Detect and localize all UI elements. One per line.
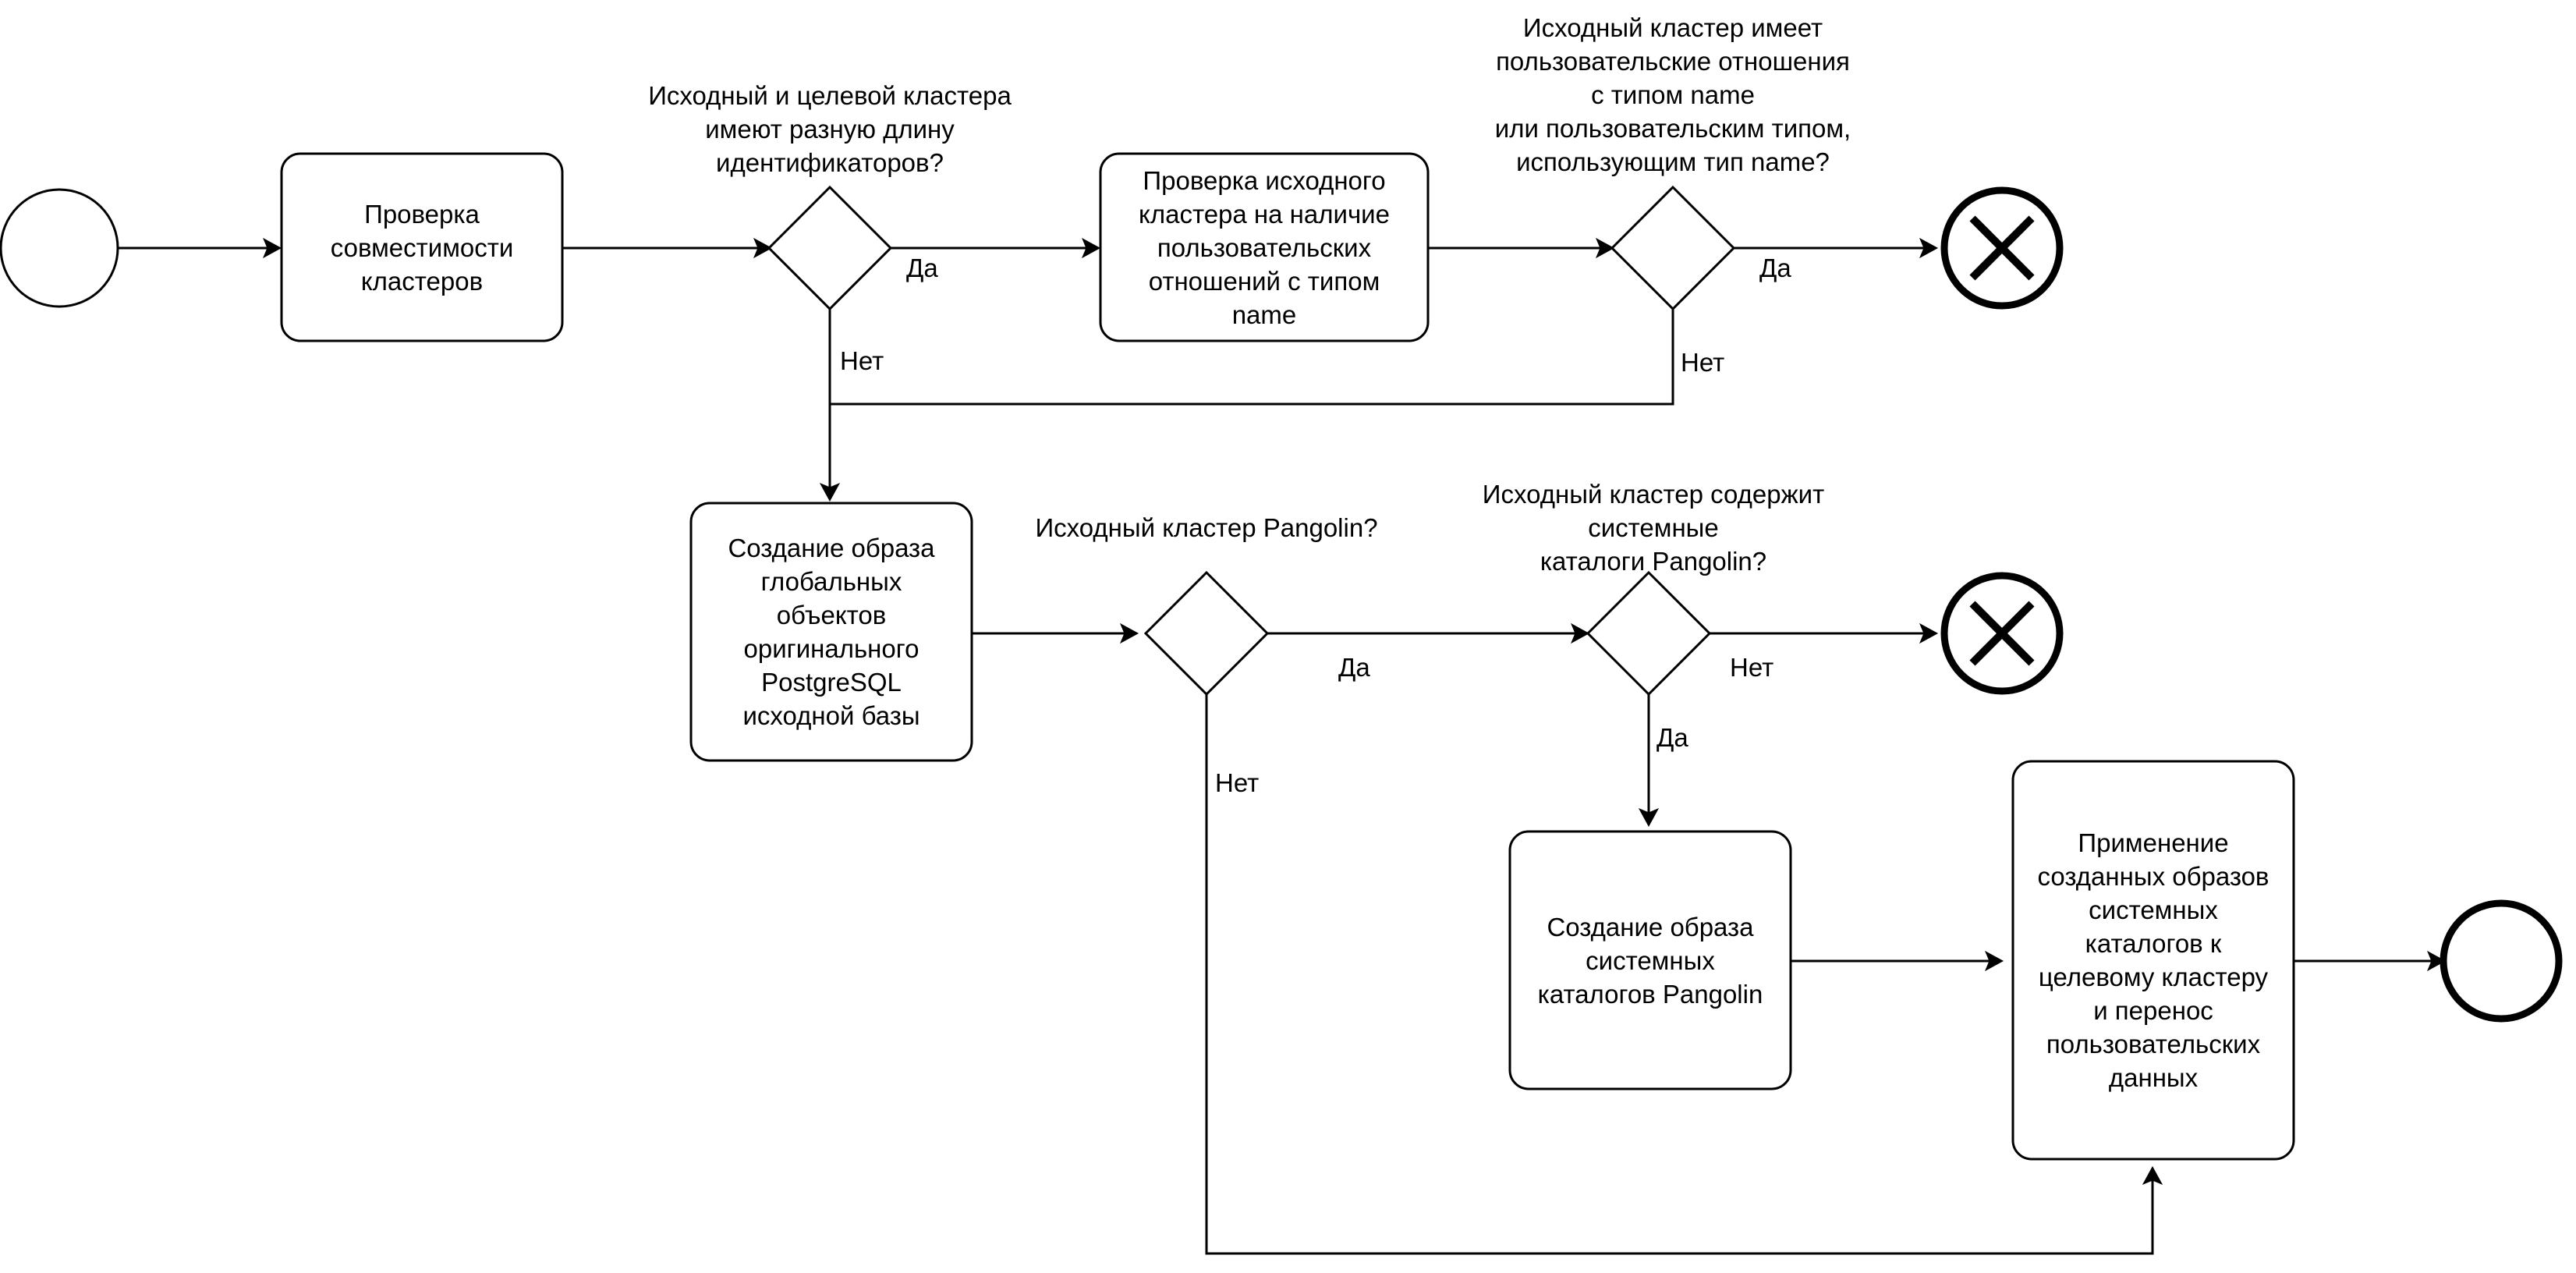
- task-compat-label: Проверка совместимости кластеров: [330, 199, 514, 296]
- arrowhead: [753, 237, 773, 259]
- task-apply: Применение созданных образов системных к…: [2013, 761, 2294, 1159]
- task-check-name: Проверка исходного кластера на наличие п…: [1100, 154, 1428, 341]
- gateway-name-type-question: Исходный кластер имеет пользовательские …: [1494, 13, 1851, 176]
- arrowhead: [1081, 237, 1101, 259]
- arrowhead: [262, 237, 282, 259]
- edge-label-gw3-no: Нет: [1215, 768, 1260, 797]
- arrowhead: [2426, 950, 2447, 972]
- arrowhead: [1595, 237, 1615, 259]
- end-event: [2440, 899, 2563, 1023]
- arrowhead: [2142, 1165, 2163, 1186]
- edge-label-gw1-no: Нет: [840, 346, 884, 375]
- edge-gw3-no: [1205, 693, 2154, 1255]
- task-check-name-box: [1099, 152, 1430, 342]
- task-sys-image-label: Создание образа системных каталогов Pang…: [1537, 912, 1763, 1009]
- arrowhead: [1919, 622, 1939, 644]
- task-sys-image-box: [1508, 830, 1792, 1090]
- gateway-name-type: [1610, 185, 1736, 311]
- error-end-event-2: [1940, 572, 2064, 695]
- task-compat: Проверка совместимости кластеров: [282, 154, 562, 341]
- task-sys-image: Создание образа системных каталогов Pang…: [1510, 832, 1791, 1089]
- gateway-identifiers-question: Исходный и целевой кластера имеют разную…: [648, 81, 1012, 177]
- arrowhead: [1638, 807, 1660, 828]
- gateway-pangolin-question: Исходный кластер Pangolin?: [1035, 513, 1378, 542]
- edge-label-gw1-yes: Да: [906, 254, 938, 282]
- gateway-pangolin: [1143, 570, 1270, 697]
- edge-gw2-no: [830, 305, 1674, 406]
- task-global-image: Создание образа глобальных объектов ориг…: [691, 503, 972, 761]
- gateway-sys-catalogs: [1586, 570, 1712, 697]
- task-compat-box: [280, 152, 564, 342]
- task-global-image-box: [689, 502, 973, 762]
- edge-label-gw2-no: Нет: [1681, 348, 1725, 377]
- gateway-sys-catalogs-question: Исходный кластер содержит системные ката…: [1482, 480, 1825, 576]
- edge-label-gw3-yes: Да: [1338, 653, 1370, 682]
- edge-label-gw4-no: Нет: [1730, 653, 1774, 682]
- task-apply-box: [2011, 760, 2295, 1161]
- start-event: [0, 188, 119, 308]
- edge-label-gw4-yes: Да: [1657, 723, 1688, 752]
- edge-label-gw2-yes: Да: [1759, 254, 1791, 282]
- task-global-image-label: Создание образа глобальных объектов ориг…: [728, 534, 935, 730]
- arrowhead: [1919, 237, 1939, 259]
- error-end-event-1: [1940, 186, 2064, 310]
- arrowhead: [1119, 622, 1139, 644]
- task-check-name-label: Проверка исходного кластера на наличие п…: [1139, 165, 1390, 329]
- arrowhead: [1984, 950, 2004, 972]
- gateway-identifiers: [767, 185, 893, 311]
- arrowhead: [1570, 622, 1590, 644]
- arrowhead: [819, 482, 841, 502]
- task-apply-label: Применение созданных образов системных к…: [2037, 828, 2270, 1092]
